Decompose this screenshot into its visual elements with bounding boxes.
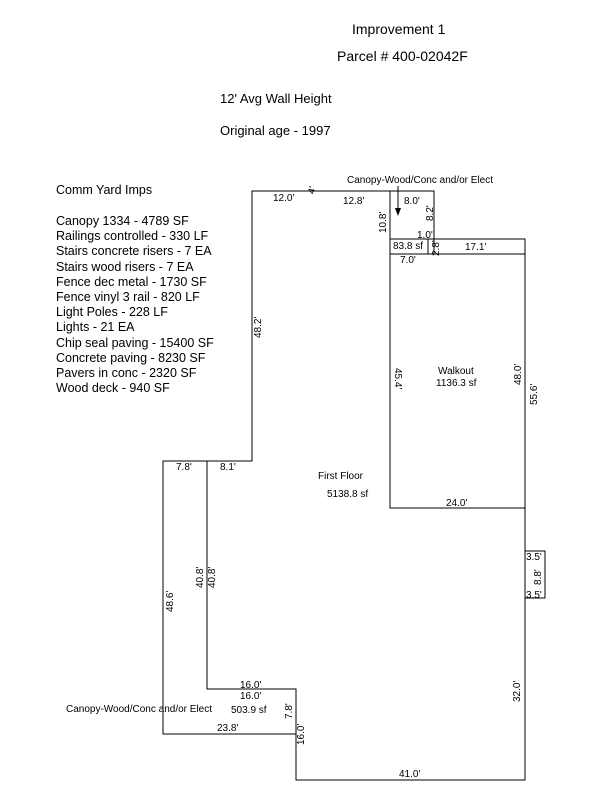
dim-canopy-bottom-w: 7.0' xyxy=(400,255,416,266)
canopy-top-outline xyxy=(389,190,435,255)
dim-canopy-small: 2.8' xyxy=(431,240,442,256)
dim-right-lower: 32.0' xyxy=(512,681,523,702)
dim-canopy-b-bottom: 23.8' xyxy=(217,723,238,734)
dim-mid-left-b: 8.1' xyxy=(220,462,236,473)
dim-canopy-top-w: 8.0' xyxy=(404,196,420,207)
yard-imp-item: Fence vinyl 3 rail - 820 LF xyxy=(56,290,200,305)
dim-mid-left-a: 7.8' xyxy=(176,462,192,473)
walkout-label: Walkout xyxy=(438,366,474,377)
dim-walkout-bottom: 24.0' xyxy=(446,498,467,509)
dim-top-left: 12.0' xyxy=(273,193,294,204)
yard-imp-item: Stairs wood risers - 7 EA xyxy=(56,259,194,274)
walkout-outline xyxy=(389,238,526,509)
dim-canopy-step: 1.0' xyxy=(417,230,433,241)
dim-notch-top: 3.5' xyxy=(526,552,542,563)
dim-inner-a: 40.8' xyxy=(195,567,206,588)
dim-walkout-right: 48.0' xyxy=(513,364,524,385)
right-notch xyxy=(525,550,546,599)
first-floor-area: 5138.8 sf xyxy=(327,489,368,500)
canopy-arrow xyxy=(395,186,401,216)
dim-canopy-left-h: 10.8' xyxy=(378,212,389,233)
yard-imp-item: Railings controlled - 330 LF xyxy=(56,229,209,244)
yard-imp-item: Wood deck - 940 SF xyxy=(56,381,170,396)
dim-walkout-left: 45.4' xyxy=(392,368,403,389)
dim-canopy-b-top-a: 16.0' xyxy=(240,680,261,691)
yard-imp-item: Light Poles - 228 LF xyxy=(56,305,168,320)
canopy-bottom-area: 503.9 sf xyxy=(231,705,267,716)
canopy-bottom-label: Canopy-Wood/Conc and/or Elect xyxy=(66,704,212,715)
yard-imp-item: Lights - 21 EA xyxy=(56,320,135,335)
dim-canopy-b-top-b: 16.0' xyxy=(240,691,261,702)
dim-notch-mid: 8.8' xyxy=(533,569,544,585)
dim-left-lower: 48.6' xyxy=(165,591,176,612)
dim-bottom: 41.0' xyxy=(399,769,420,780)
yard-imp-item: Concrete paving - 8230 SF xyxy=(56,350,206,365)
dim-notch-bottom: 3.5' xyxy=(526,590,542,601)
title: Improvement 1 xyxy=(352,21,446,37)
dim-canopy-b-side: 7.8' xyxy=(284,703,295,719)
dim-left-upper: 48.2' xyxy=(253,317,264,338)
yard-imps-title: Comm Yard Imps xyxy=(56,183,153,197)
wall-height: 12' Avg Wall Height xyxy=(220,91,332,106)
walkout-area: 1136.3 sf xyxy=(436,378,477,389)
yard-imp-item: Stairs concrete risers - 7 EA xyxy=(56,244,212,259)
dim-canopy-right-h: 8.2' xyxy=(425,205,436,221)
dim-right-long: 55.6' xyxy=(529,384,540,405)
yard-imp-item: Canopy 1334 - 4789 SF xyxy=(56,214,189,228)
yard-imp-item: Fence dec metal - 1730 SF xyxy=(56,274,207,289)
first-floor-outline xyxy=(162,190,526,781)
first-floor-label: First Floor xyxy=(318,471,364,482)
yard-imp-item: Pavers in conc - 2320 SF xyxy=(56,366,197,381)
inner-wall xyxy=(206,461,297,734)
canopy-top-label: Canopy-Wood/Conc and/or Elect xyxy=(347,175,493,186)
yard-imp-item: Chip seal paving - 15400 SF xyxy=(56,335,214,350)
dim-inner-b: 40.8' xyxy=(207,567,218,588)
dim-bottom-side: 16.0' xyxy=(296,724,307,745)
original-age: Original age - 1997 xyxy=(220,123,331,138)
parcel-number: Parcel # 400-02042F xyxy=(337,48,468,64)
dim-top-right: 12.8' xyxy=(343,196,364,207)
dim-top-tick: 4' xyxy=(306,185,319,195)
dim-walkout-top: 17.1' xyxy=(465,242,486,253)
canopy-top-area: 83.8 sf xyxy=(393,241,423,252)
